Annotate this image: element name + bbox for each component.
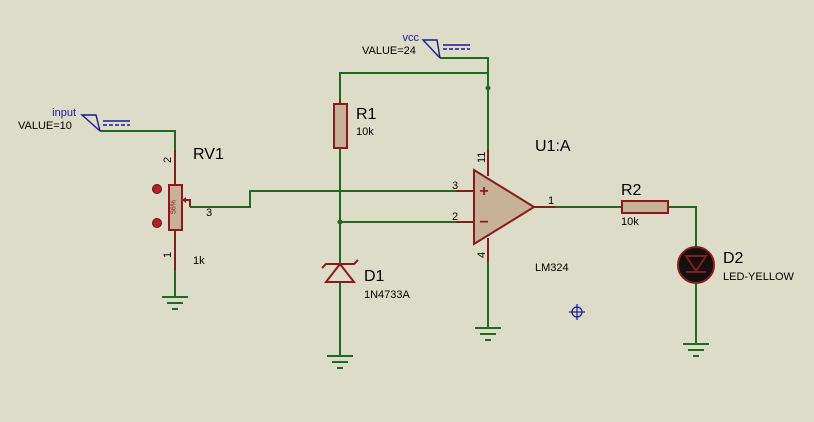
input-terminal-name: input bbox=[52, 107, 76, 119]
d2-ref: D2 bbox=[723, 250, 744, 267]
rv1-pin-2: 2 bbox=[162, 157, 174, 163]
rv1-pin-1: 1 bbox=[162, 252, 174, 258]
d1-zener-diode[interactable]: D1 1N4733A bbox=[321, 259, 411, 301]
wire-r2-d2[interactable] bbox=[668, 206, 697, 247]
input-terminal-value: VALUE=10 bbox=[18, 120, 72, 132]
opamp-pin-4: 4 bbox=[476, 252, 488, 258]
d2-led[interactable]: D2 LED-YELLOW bbox=[677, 246, 795, 284]
opamp-minus-sign: − bbox=[479, 214, 488, 231]
rv1-pin-3: 3 bbox=[206, 207, 212, 219]
r2-resistor[interactable]: R2 10k bbox=[621, 182, 669, 228]
vcc-terminal[interactable]: vcc VALUE=24 bbox=[362, 32, 470, 59]
d2-value: LED-YELLOW bbox=[723, 271, 795, 283]
ground-d1 bbox=[327, 355, 353, 369]
vcc-terminal-value: VALUE=24 bbox=[362, 45, 416, 57]
decrease-button[interactable] bbox=[152, 218, 162, 228]
rv1-value: 1k bbox=[193, 255, 205, 267]
ground-opamp bbox=[475, 327, 501, 341]
u1-value: LM324 bbox=[535, 262, 569, 274]
wire-vcc-rail[interactable] bbox=[339, 72, 489, 150]
opamp-pin-3: 3 bbox=[452, 180, 458, 192]
d1-value: 1N4733A bbox=[364, 289, 411, 301]
r1-resistor[interactable]: R1 10k bbox=[333, 100, 377, 149]
rv1-ref: RV1 bbox=[193, 146, 224, 163]
vcc-terminal-name: vcc bbox=[403, 32, 420, 44]
r1-value: 10k bbox=[356, 126, 374, 138]
wire-vcc-terminal[interactable] bbox=[440, 57, 489, 88]
opamp-plus-sign: + bbox=[479, 183, 488, 200]
u1-ref: U1:A bbox=[535, 138, 571, 155]
wire-input-rv1[interactable] bbox=[100, 130, 176, 150]
d1-ref: D1 bbox=[364, 268, 385, 285]
ground-d2 bbox=[683, 343, 709, 357]
opamp-pin-11: 11 bbox=[476, 152, 488, 163]
opamp-pin-2: 2 bbox=[452, 211, 458, 223]
origin-marker-icon bbox=[569, 304, 585, 320]
increase-button[interactable] bbox=[152, 184, 162, 194]
rv1-potentiometer[interactable]: 56% 2 3 1 RV1 1k bbox=[152, 146, 224, 270]
r2-ref: R2 bbox=[621, 182, 642, 199]
wire-wiper-plus[interactable] bbox=[190, 190, 456, 208]
r1-ref: R1 bbox=[356, 106, 377, 123]
wires bbox=[100, 57, 697, 355]
r2-value: 10k bbox=[621, 216, 639, 228]
input-terminal[interactable]: input VALUE=10 bbox=[18, 107, 130, 132]
rv1-wiper-value: 56% bbox=[171, 200, 178, 214]
opamp-pin-1: 1 bbox=[548, 195, 554, 207]
u1-opamp[interactable]: + − 3 2 1 11 4 U1:A LM324 bbox=[452, 138, 571, 274]
ground-rv1 bbox=[162, 296, 188, 310]
junction-dot bbox=[337, 219, 343, 225]
junction-dot bbox=[485, 85, 491, 91]
